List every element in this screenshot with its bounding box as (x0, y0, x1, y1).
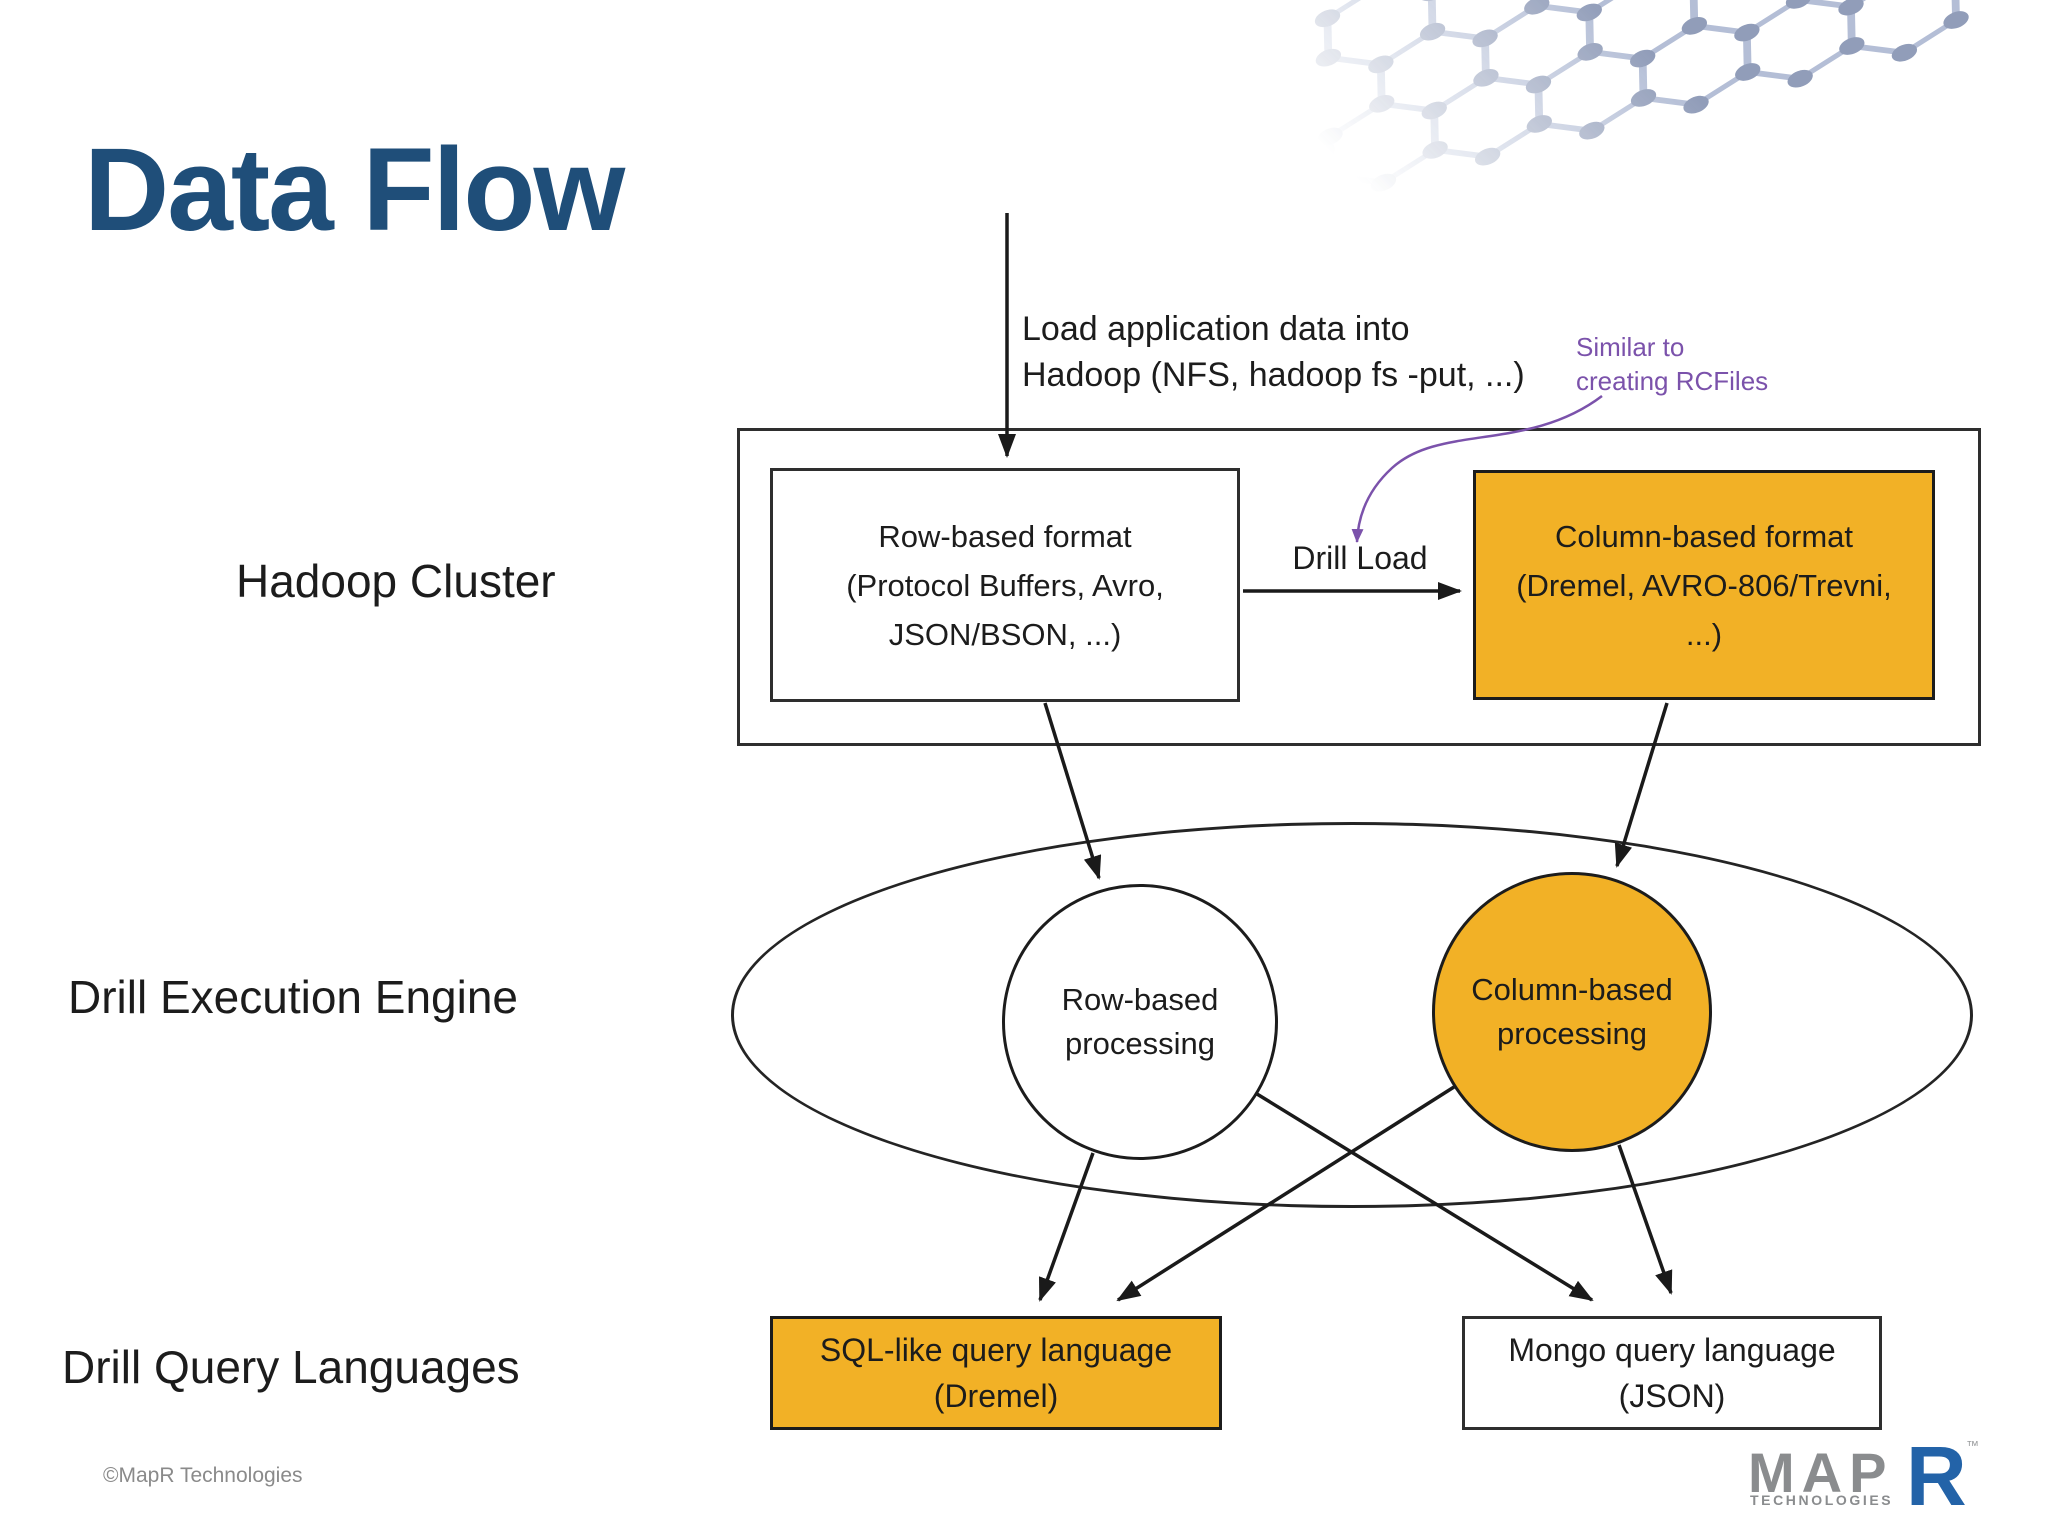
mapr-logo-r: R (1906, 1429, 1967, 1523)
load-annotation: Load application data into Hadoop (NFS, … (1022, 306, 1525, 398)
col-proc-line2: processing (1497, 1016, 1647, 1051)
row-format-line1: Row-based format (878, 518, 1132, 554)
load-annotation-line1: Load application data into (1022, 310, 1410, 348)
mapr-logo-tm: ™ (1966, 1438, 1979, 1453)
mapr-logo-technologies: TECHNOLOGIES (1750, 1492, 1894, 1508)
node-column-based-processing: Column-based processing (1432, 872, 1712, 1152)
sql-box-line2: (Dremel) (933, 1378, 1059, 1414)
similar-note-line2: creating RCFiles (1576, 366, 1769, 396)
page-title: Data Flow (84, 124, 625, 256)
execution-engine-ellipse (731, 822, 1973, 1208)
label-drill-execution-engine: Drill Execution Engine (68, 971, 519, 1023)
mapr-logo: MAP R ™ TECHNOLOGIES (1748, 1434, 1988, 1536)
col-proc-line1: Column-based (1471, 972, 1673, 1007)
mongo-box-line1: Mongo query language (1508, 1332, 1836, 1368)
col-format-line2: (Dremel, AVRO-806/Trevni, (1516, 567, 1892, 603)
load-annotation-line2: Hadoop (NFS, hadoop fs -put, ...) (1022, 356, 1525, 394)
row-proc-line2: processing (1065, 1026, 1215, 1061)
row-proc-line1: Row-based (1061, 982, 1219, 1017)
col-format-line1: Column-based format (1554, 518, 1854, 554)
similar-note-line1: Similar to (1576, 332, 1685, 362)
sql-box-line1: SQL-like query language (819, 1332, 1173, 1368)
label-drill-query-languages: Drill Query Languages (62, 1341, 520, 1393)
label-hadoop-cluster: Hadoop Cluster (236, 555, 556, 607)
row-format-line3: JSON/BSON, ...) (888, 616, 1122, 652)
copyright-text: ©MapR Technologies (103, 1464, 303, 1487)
node-sql-query-language: SQL-like query language (Dremel) (770, 1316, 1222, 1430)
node-row-based-processing: Row-based processing (1002, 884, 1278, 1160)
col-format-line3: ...) (1685, 616, 1723, 652)
node-column-based-format: Column-based format (Dremel, AVRO-806/Tr… (1473, 470, 1935, 700)
similar-note: Similar to creating RCFiles (1576, 330, 1768, 398)
molecule-graphic (1314, 0, 2020, 192)
mongo-box-line2: (JSON) (1618, 1378, 1726, 1414)
row-format-line2: (Protocol Buffers, Avro, (846, 567, 1164, 603)
drill-load-label: Drill Load (1292, 540, 1428, 576)
node-row-based-format: Row-based format (Protocol Buffers, Avro… (770, 468, 1240, 702)
mapr-logo-map: MAP (1748, 1441, 1894, 1504)
node-mongo-query-language: Mongo query language (JSON) (1462, 1316, 1882, 1430)
